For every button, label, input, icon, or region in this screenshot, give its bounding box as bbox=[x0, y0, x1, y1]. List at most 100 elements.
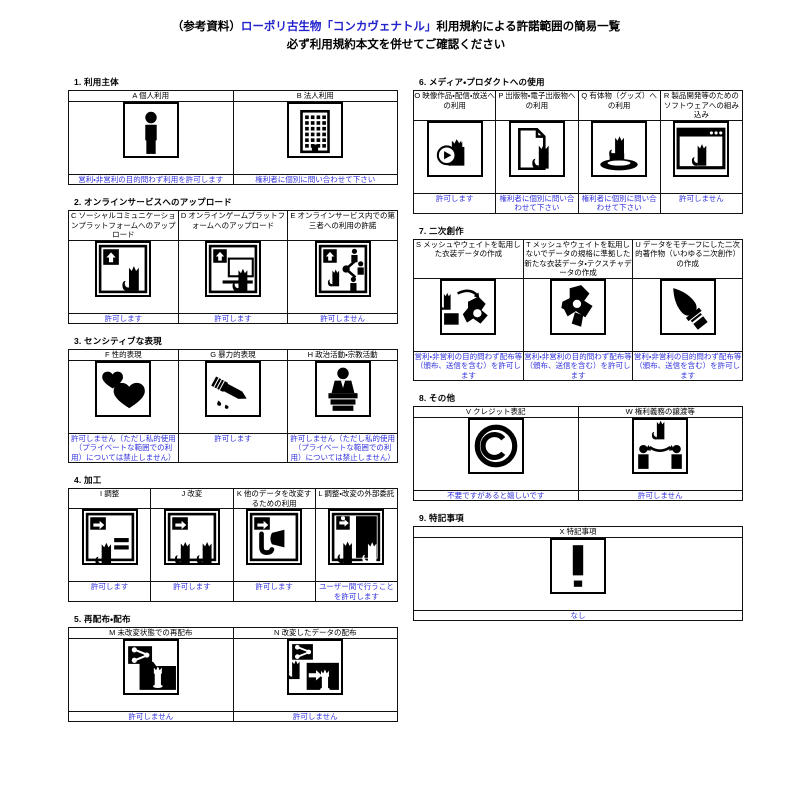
table-note-row: 許可しません許可しません bbox=[68, 710, 398, 722]
item-label-o: O 映像作品・配信・放送への利用 bbox=[412, 90, 497, 121]
table-note-row: 不要ですがあると嬉しいです許可しません bbox=[413, 489, 743, 501]
item-label-w: W 権利義務の譲渡等 bbox=[577, 406, 743, 418]
podium-speaker-icon bbox=[314, 360, 371, 417]
table-note-row: 許可します権利者に個別に問い合わせて下さい権利者に個別に問い合わせて下さい許可し… bbox=[412, 192, 744, 214]
item-note-d: 許可します bbox=[177, 312, 289, 324]
item-note-m: 許可しません bbox=[68, 710, 234, 722]
item-label-l: L 調整・改変の外部委託 bbox=[314, 488, 399, 509]
software-window-cat-icon bbox=[673, 120, 730, 177]
item-icon-cell-p bbox=[495, 119, 579, 194]
table-note-row: 許可します許可します許可しません bbox=[68, 312, 398, 324]
item-label-d: D オンラインゲームブラットフォームへのアップロード bbox=[177, 210, 289, 241]
item-label-t: T メッシュやウェイトを転用しないでデータの規格に準拠した新たな衣装データ・テク… bbox=[522, 238, 634, 279]
item-icon-cell-x bbox=[413, 536, 743, 611]
table-icon-row bbox=[68, 100, 398, 175]
item-note-a: 営利・非営利の目的問わず利用を許可します bbox=[68, 173, 234, 185]
item-icon-cell-r bbox=[659, 119, 744, 194]
item-label-h: H 政治活動・宗教活動 bbox=[287, 349, 398, 361]
item-label-e: E オンラインサービス内での第三者への利用の許諾 bbox=[287, 210, 398, 241]
item-label-m: M 未改変状態での再配布 bbox=[68, 627, 234, 639]
section-heading: 4. 加工 bbox=[74, 475, 102, 485]
item-note-s: 営利・非営利の目的問わず配布等（頒布、送信を含む）を許可します bbox=[413, 350, 524, 381]
section-2: 2. オンラインサービスへのアップロード C ソーシャルコミュニケーションプラット… bbox=[68, 196, 398, 324]
item-note-p: 権利者に個別に問い合わせて下さい bbox=[495, 192, 579, 214]
item-label-x: X 特記事項 bbox=[413, 526, 743, 538]
item-note-c: 許可します bbox=[68, 312, 179, 324]
item-icon-cell-l bbox=[314, 508, 399, 582]
item-label-r: R 製品開発等のためのソフトウェアへの組み込み bbox=[659, 90, 744, 121]
building-icon bbox=[287, 101, 344, 158]
item-note-o: 許可します bbox=[412, 192, 497, 214]
document-cat-icon bbox=[508, 120, 565, 177]
item-icon-cell-m bbox=[68, 637, 234, 712]
item-note-v: 不要ですがあると嬉しいです bbox=[413, 489, 579, 501]
permission-table: X 特記事項なし bbox=[413, 526, 743, 621]
item-label-i: I 調整 bbox=[67, 488, 152, 509]
title-line-1: （参考資料）ローポリ古生物「コンカヴェナトル」利用規約による許諾範囲の簡易一覧 bbox=[0, 18, 792, 36]
transfer-rights-icon bbox=[632, 417, 689, 474]
item-label-k: K 他のデータを改変するための利用 bbox=[232, 488, 316, 509]
item-note-x: なし bbox=[413, 609, 743, 621]
item-icon-cell-e bbox=[287, 239, 398, 314]
copyright-icon bbox=[467, 417, 524, 474]
item-label-j: J 改変 bbox=[150, 488, 234, 509]
title-suffix: 利用規約による許諾範囲の簡易一覧 bbox=[436, 21, 621, 33]
item-icon-cell-i bbox=[67, 508, 152, 582]
item-icon-cell-a bbox=[68, 100, 234, 175]
figurine-cat-icon bbox=[591, 120, 648, 177]
person-icon bbox=[122, 101, 179, 158]
table-note-row: 営利・非営利の目的問わず配布等（頒布、送信を含む）を許可します 営利・非営利の目的… bbox=[413, 350, 743, 381]
table-icon-row bbox=[68, 359, 398, 434]
item-label-c: C ソーシャルコミュニケーションプラットフォームへのアップロード bbox=[68, 210, 179, 241]
share-folder-cat-icon bbox=[122, 638, 179, 695]
section-heading: 6. メディア・プロダクトへの使用 bbox=[419, 77, 545, 87]
item-icon-cell-n bbox=[232, 637, 398, 712]
title-line-2: 必ず利用規約本文を併せてご確認ください bbox=[286, 39, 506, 51]
video-play-cat-icon bbox=[426, 120, 483, 177]
item-note-r: 許可しません bbox=[659, 192, 744, 214]
modify-other-data-icon bbox=[246, 509, 303, 565]
table-icon-row bbox=[413, 277, 743, 352]
item-label-f: F 性的表現 bbox=[68, 349, 179, 361]
item-icon-cell-v bbox=[413, 416, 579, 491]
knife-icon bbox=[204, 360, 261, 417]
section-heading: 2. オンラインサービスへのアップロード bbox=[74, 197, 232, 207]
item-icon-cell-j bbox=[150, 508, 234, 582]
section-heading: 8. その他 bbox=[419, 393, 456, 403]
table-icon-row bbox=[67, 508, 399, 582]
item-note-q: 権利者に個別に問い合わせて下さい bbox=[577, 192, 661, 214]
item-icon-cell-t bbox=[522, 277, 634, 352]
item-icon-cell-k bbox=[232, 508, 316, 582]
item-label-u: U データをモチーフにした二次的著作物（いわゆる二次創作）の作成 bbox=[632, 238, 743, 279]
section-heading: 9. 特記事項 bbox=[419, 513, 464, 523]
table-note-row: 許可しません（ただし私的使用（プライベートな範囲での利用）については禁止しません… bbox=[68, 432, 398, 463]
cat-to-costume-icon bbox=[440, 278, 497, 335]
exclamation-icon bbox=[550, 537, 606, 594]
item-icon-cell-b bbox=[232, 100, 398, 175]
item-note-f: 許可しません（ただし私的使用（プライベートな範囲での利用）については禁止しません… bbox=[68, 432, 179, 463]
table-icon-row bbox=[412, 119, 744, 194]
paintbrush-icon bbox=[659, 278, 716, 335]
item-note-u: 営利・非営利の目的問わず配布等（頒布、送信を含む）を許可します bbox=[632, 350, 743, 381]
share-cat-people-icon bbox=[314, 240, 371, 297]
table-header-row: X 特記事項 bbox=[413, 526, 743, 538]
item-label-a: A 個人利用 bbox=[68, 90, 234, 102]
item-note-b: 権利者に個別に問い合わせて下さい bbox=[232, 173, 398, 185]
item-label-q: Q 有体物（グッズ）への利用 bbox=[577, 90, 661, 121]
